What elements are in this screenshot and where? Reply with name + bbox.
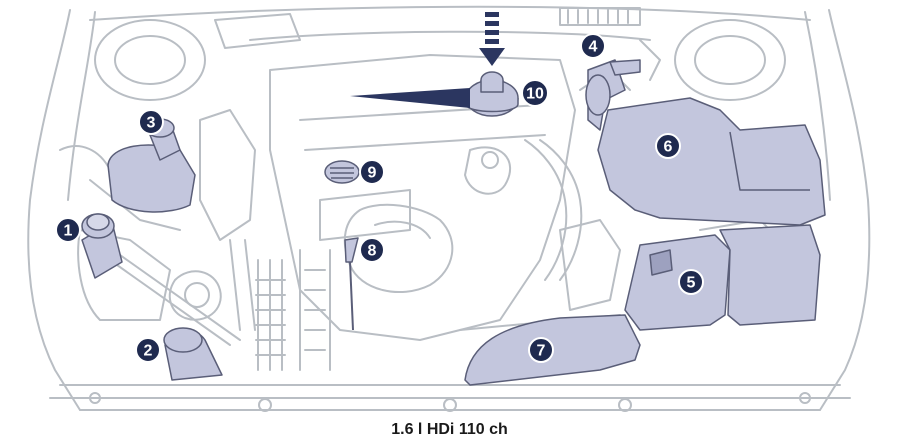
- badge-circle: [655, 133, 681, 159]
- badge-number: 8: [368, 243, 377, 260]
- badge-circle: [359, 237, 385, 263]
- badge-circle: [55, 217, 81, 243]
- badge-circle: [678, 269, 704, 295]
- badge-number: 6: [664, 139, 673, 156]
- component-5-battery: [624, 224, 821, 331]
- badge-4: 4: [580, 33, 606, 59]
- badge-number: 3: [147, 115, 156, 132]
- badge-6: 6: [655, 133, 681, 159]
- badge-circle: [138, 109, 164, 135]
- badge-number: 2: [144, 343, 153, 360]
- component-8-oil-dipstick: [344, 237, 359, 331]
- component-1-reservoir-cap: [81, 213, 123, 279]
- component-6-air-filter: [597, 97, 826, 226]
- badge-number: 10: [526, 86, 544, 103]
- badge-10: 10: [521, 79, 549, 107]
- badge-circle: [359, 159, 385, 185]
- badge-1: 1: [55, 217, 81, 243]
- badge-9: 9: [359, 159, 385, 185]
- badge-circle: [580, 33, 606, 59]
- badge-number: 7: [537, 343, 546, 360]
- badge-8: 8: [359, 237, 385, 263]
- badge-3: 3: [138, 109, 164, 135]
- badge-2: 2: [135, 337, 161, 363]
- badge-5: 5: [678, 269, 704, 295]
- badge-circle: [521, 79, 549, 107]
- badge-layer: 1 2 3 4 5 6 7 8 9 10: [55, 33, 704, 363]
- badge-circle: [135, 337, 161, 363]
- badge-number: 5: [687, 275, 696, 292]
- component-4-priming-pump: [585, 59, 641, 131]
- badge-circle: [528, 337, 554, 363]
- component-10-filler-cap: [465, 71, 519, 117]
- badge-7: 7: [528, 337, 554, 363]
- engine-caption: 1.6 l HDi 110 ch: [391, 421, 508, 438]
- badge-number: 9: [368, 165, 377, 182]
- highlighted-components: [81, 59, 826, 386]
- component-2-washer-reservoir: [163, 327, 223, 381]
- dashed-down-arrow-icon: [479, 12, 505, 66]
- badge-number: 1: [64, 223, 73, 240]
- badge-number: 4: [589, 39, 598, 56]
- pointer-wedge-icon: [350, 88, 470, 108]
- component-9-oil-filler-cap: [324, 160, 360, 184]
